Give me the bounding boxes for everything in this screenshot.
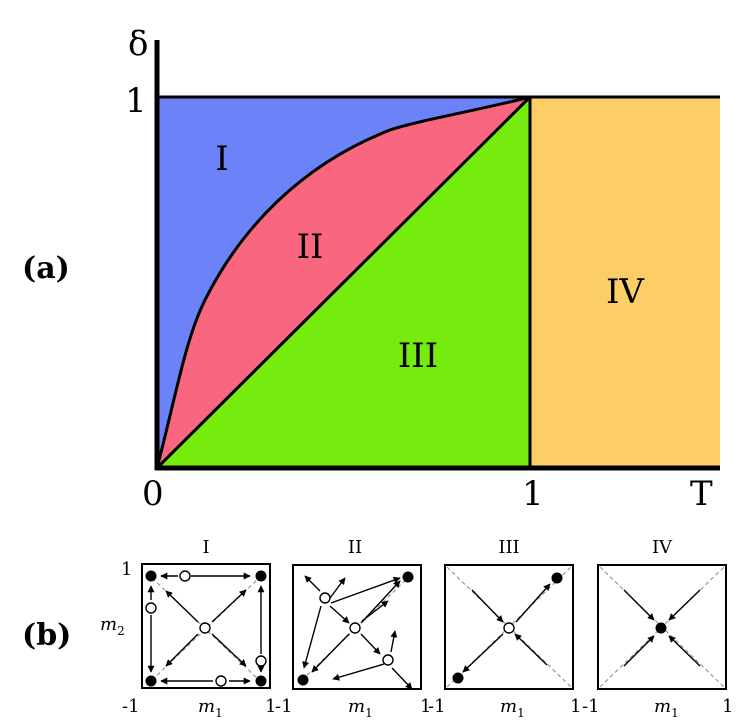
- region-I-label: I: [215, 139, 228, 179]
- subpanel-title-II: II: [348, 537, 362, 558]
- region-IV-fill: [530, 97, 720, 468]
- panel-a-label: (a): [22, 251, 70, 286]
- sub-IV-x-max: 1: [722, 696, 733, 717]
- y-tick-one: 1: [125, 81, 147, 121]
- boundary-I-II-curve: [155, 95, 531, 469]
- sub-I-x-label: m1: [198, 696, 223, 720]
- sub-III-x-label: m1: [500, 696, 525, 720]
- panel-a: δ 1 0 1 T I II III IV (a): [22, 24, 720, 514]
- x-axis-symbol: T: [690, 474, 713, 514]
- region-II-label: II: [297, 227, 324, 267]
- region-III-label: III: [398, 336, 438, 376]
- sub-III-x-max: 1: [570, 696, 581, 717]
- sub-IV-x-label: m1: [654, 696, 679, 720]
- subpanel-II: [292, 564, 422, 690]
- subpanel-title-III: III: [498, 537, 519, 558]
- y-axis-symbol: δ: [128, 24, 148, 64]
- boundary-II-III-diagonal: [155, 95, 532, 470]
- panel-b: (b) m2 1 I II III IV: [22, 537, 733, 720]
- x-tick-one: 1: [522, 474, 544, 514]
- subpanel-title-I: I: [202, 537, 209, 558]
- sub-II-x-min: -1: [275, 696, 293, 717]
- sub-III-x-min: -1: [428, 696, 446, 717]
- subpanel-title-IV: IV: [652, 537, 673, 558]
- sub-II-x-max: 1: [420, 696, 431, 717]
- panel-b-label: (b): [22, 618, 71, 653]
- subpanel-III: [444, 564, 574, 690]
- sub-I-x-max: 1: [265, 696, 276, 717]
- origin-tick: 0: [142, 474, 164, 514]
- region-I-fill: [157, 97, 530, 468]
- y-label-m2: m2: [100, 614, 125, 638]
- sub-IV-x-min: -1: [582, 696, 600, 717]
- sub-I-x-min: -1: [122, 696, 140, 717]
- region-IV-label: IV: [606, 272, 645, 312]
- subpanel-I: [141, 563, 271, 689]
- sub-II-x-label: m1: [348, 696, 373, 720]
- y-tick-1: 1: [121, 559, 132, 580]
- subpanel-IV: [597, 564, 727, 690]
